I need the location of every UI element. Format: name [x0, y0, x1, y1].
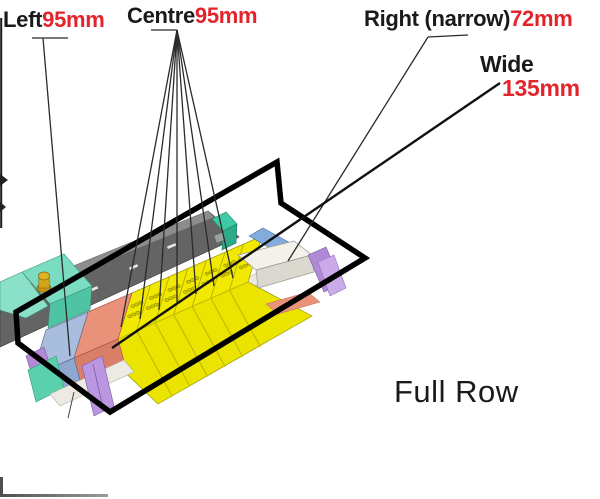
label-centre: Centre95mm — [127, 3, 258, 28]
label-centre-text: Centre — [127, 3, 195, 28]
centre-keys-yellow — [111, 235, 313, 405]
row-outline — [13, 157, 371, 416]
label-wide-value: 135mm — [502, 75, 580, 102]
right-leader-line — [287, 36, 429, 262]
left-leader-line — [42, 37, 71, 357]
label-right: Right (narrow)72mm — [364, 7, 573, 30]
slide-frame-corner-vertical — [0, 477, 3, 497]
centre-leader-line — [158, 29, 178, 311]
centre-leader-line — [176, 29, 234, 279]
label-left-text: Left — [3, 7, 43, 32]
label-right-value: 72mm — [510, 6, 573, 31]
right-underline — [427, 34, 469, 38]
centre-leader-line — [176, 29, 215, 287]
cropped-edge-line — [0, 18, 8, 228]
centre-leader-line — [139, 29, 178, 320]
label-right-text: Right (narrow) — [364, 6, 511, 31]
caption-full-row: Full Row — [394, 374, 519, 409]
label-centre-value: 95mm — [194, 3, 258, 28]
gold-knob-icon — [36, 271, 52, 293]
wide-leader-line — [111, 82, 501, 349]
left-mount-block — [0, 253, 93, 329]
label-wide-text: Wide — [480, 51, 534, 77]
slide-frame-corner-horizontal — [0, 494, 108, 497]
leader-lines — [32, 29, 501, 357]
label-left-value: 95mm — [42, 7, 105, 32]
centre-leader-line — [176, 29, 197, 295]
centre-leader-line — [120, 29, 178, 328]
right-key-white — [237, 240, 315, 289]
label-left: Left95mm — [3, 8, 105, 31]
